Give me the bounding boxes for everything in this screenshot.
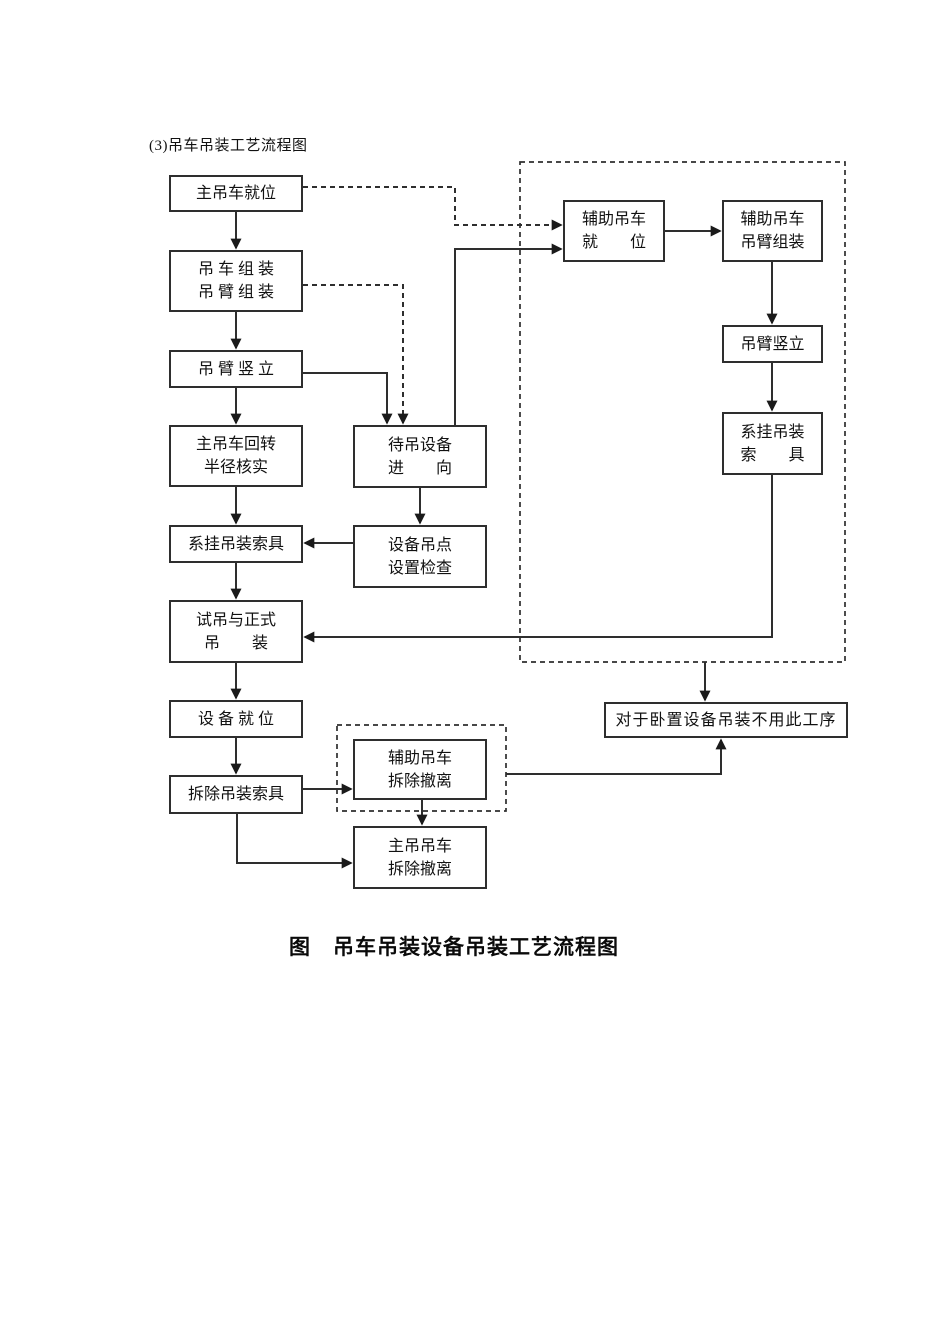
node-boom-erection-main: 吊 臂 竖 立 xyxy=(169,350,303,388)
solid-connectors xyxy=(230,212,778,869)
node-equipment-in-place: 设 备 就 位 xyxy=(169,700,303,738)
node-horizontal-note: 对于卧置设备吊装不用此工序 xyxy=(604,702,848,738)
figure-caption: 图 吊车吊装设备吊装工艺流程图 xyxy=(289,936,619,959)
connector-equipment-approach-to-aux-crane xyxy=(454,243,563,425)
node-trial-and-formal-lift: 试吊与正式 吊 装 xyxy=(169,600,303,663)
node-main-crane-in-position: 主吊车就位 xyxy=(169,175,303,212)
node-attach-rigging-aux: 系挂吊装 索 具 xyxy=(722,412,823,475)
connector-remove-rigging-to-main-removal xyxy=(236,814,353,869)
connector-dashed-assembly-to-equipment-approach xyxy=(303,284,409,425)
connector-boom-erection-to-equipment-approach xyxy=(303,372,393,425)
dashed-connectors xyxy=(303,186,563,425)
node-aux-boom-assembly: 辅助吊车 吊臂组装 xyxy=(722,200,823,262)
node-aux-crane-removal: 辅助吊车 拆除撤离 xyxy=(353,739,487,800)
node-main-crane-removal: 主吊吊车 拆除撤离 xyxy=(353,826,487,889)
node-slewing-radius-check: 主吊车回转 半径核实 xyxy=(169,425,303,487)
node-crane-boom-assembly: 吊 车 组 装 吊 臂 组 装 xyxy=(169,250,303,312)
connector-aux-removal-group-to-note xyxy=(506,738,727,775)
node-lift-point-check: 设备吊点 设置检查 xyxy=(353,525,487,588)
connector-dashed-main-crane-to-aux-crane xyxy=(303,186,563,231)
node-remove-rigging: 拆除吊装索具 xyxy=(169,775,303,814)
node-attach-rigging-main: 系挂吊装索具 xyxy=(169,525,303,563)
node-equipment-approach: 待吊设备 进 向 xyxy=(353,425,487,488)
node-boom-erection-aux: 吊臂竖立 xyxy=(722,325,823,363)
section-heading: (3)吊车吊装工艺流程图 xyxy=(149,138,308,154)
flowchart: 主吊车就位 吊 车 组 装 吊 臂 组 装 吊 臂 竖 立 主吊车回转 半径核实… xyxy=(169,161,848,889)
node-aux-crane-in-position: 辅助吊车 就 位 xyxy=(563,200,665,262)
